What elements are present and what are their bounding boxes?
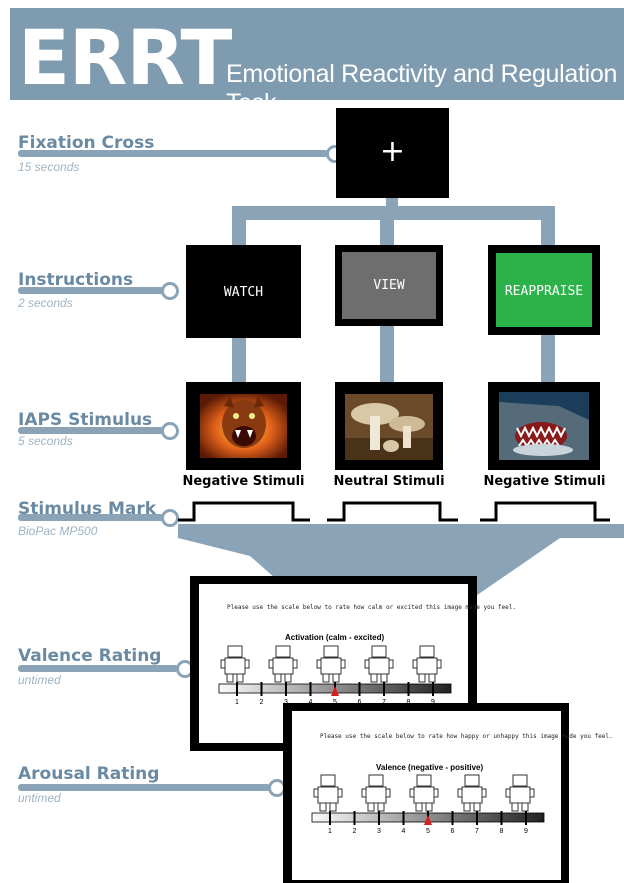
instruction-watch: WATCH [223, 285, 264, 300]
rating-screen-valence-inner: Please use the scale below to rate how h… [292, 711, 613, 880]
header-banner [10, 8, 624, 100]
scale-number: 4 [401, 828, 406, 835]
stage-label-arousal: Arousal Rating [18, 764, 160, 784]
stimulus-screen-2 [335, 382, 443, 470]
scale-number: 3 [377, 828, 381, 835]
scale-number: 9 [524, 828, 528, 835]
stage-duration-instructions: 2 seconds [18, 296, 73, 310]
sam-figures-activation [220, 645, 442, 683]
sam-figures-valence [313, 774, 535, 812]
stage-duration-arousal: untimed [18, 791, 61, 805]
scale-number: 1 [328, 828, 332, 835]
stage-label-instructions: Instructions [18, 270, 134, 290]
fixation-screen: + [336, 108, 449, 198]
scale-number: 7 [379, 699, 389, 706]
instruction-view-panel [342, 252, 436, 319]
scale-number: 6 [355, 699, 365, 706]
timeline-line-arousal [18, 784, 270, 791]
instruction-view: VIEW [373, 278, 405, 293]
instruction-screen-reappraise: REAPPRAISE [488, 245, 600, 335]
scale-tick[interactable] [378, 811, 380, 825]
scale-number: 2 [352, 828, 357, 835]
scale-tick[interactable] [285, 682, 287, 696]
rating-prompt-activation: Please use the scale below to rate how c… [227, 604, 516, 611]
scale-tick[interactable] [383, 682, 385, 696]
selection-marker[interactable] [331, 686, 339, 696]
scale-number: 4 [306, 699, 316, 706]
timeline-line-stimulus [18, 427, 164, 434]
scale-tick[interactable] [407, 682, 410, 696]
scale-title-activation: Activation (calm - excited) [285, 633, 385, 642]
scale-tick[interactable] [402, 811, 405, 825]
scale-number: 1 [235, 699, 239, 706]
task-title: Emotional Reactivity and Regulation Task [226, 60, 618, 117]
scale-tick[interactable] [476, 811, 478, 825]
stage-duration-fixation: 15 seconds [18, 160, 80, 174]
scale-number: 8 [404, 699, 414, 706]
timeline-node-instructions [161, 282, 179, 300]
scale-tick[interactable] [500, 811, 503, 825]
fixation-cross: + [379, 134, 406, 169]
scale-number: 6 [450, 828, 455, 835]
stimulus-label-1: Negative Stimuli [182, 474, 305, 489]
scale-title-valence: Valence (negative - positive) [376, 763, 484, 772]
errt-acronym: ERRT [18, 13, 232, 102]
stage-duration-mark: BioPac MP500 [18, 524, 98, 538]
scale-tick[interactable] [358, 682, 361, 696]
scale-number: 7 [475, 828, 479, 835]
shark-image [499, 392, 589, 460]
scale-number: 3 [281, 699, 291, 706]
stage-label-stimulus: IAPS Stimulus [18, 410, 153, 430]
timeline-line-fixation [18, 150, 328, 157]
timeline-line-instructions [18, 287, 164, 294]
stage-duration-stimulus: 5 seconds [18, 434, 73, 448]
scale-number: 2 [259, 699, 264, 706]
scale-number: 9 [428, 699, 438, 706]
scale-tick[interactable] [451, 811, 454, 825]
rating-scale-valence[interactable] [310, 811, 550, 833]
stimulus-label-3: Negative Stimuli [483, 474, 606, 489]
scale-tick[interactable] [260, 682, 263, 696]
scale-tick[interactable] [353, 811, 356, 825]
timeline-line-mark [18, 514, 164, 521]
stimulus-screen-1 [186, 382, 301, 470]
selection-marker[interactable] [424, 815, 432, 825]
stage-label-fixation: Fixation Cross [18, 133, 155, 153]
scale-number: 5 [426, 828, 430, 835]
stimulus-screen-3 [488, 382, 600, 470]
scale-number: 5 [330, 699, 340, 706]
scale-tick[interactable] [432, 682, 434, 696]
stage-duration-valence: untimed [18, 673, 61, 687]
rating-scale-activation[interactable] [217, 682, 457, 704]
instruction-screen-view: VIEW [335, 245, 443, 326]
rating-screen-valence: Please use the scale below to rate how h… [283, 703, 613, 883]
scale-tick[interactable] [525, 811, 527, 825]
mushrooms-image [345, 394, 433, 460]
instruction-reappraise: REAPPRAISE [504, 284, 584, 299]
timeline-line-valence [18, 665, 178, 672]
rating-prompt-valence: Please use the scale below to rate how h… [320, 733, 613, 740]
instruction-screen-watch: WATCH [186, 245, 301, 338]
scale-tick[interactable] [309, 682, 312, 696]
stimulus-label-2: Neutral Stimuli [333, 474, 445, 489]
scale-tick[interactable] [236, 682, 238, 696]
instruction-reappraise-panel [496, 253, 592, 327]
snarling-dog-image [200, 394, 287, 458]
timeline-node-stimulus [161, 422, 179, 440]
timeline-node-mark [161, 509, 179, 527]
scale-tick[interactable] [329, 811, 331, 825]
scale-number: 8 [499, 828, 504, 835]
stage-label-valence: Valence Rating [18, 646, 162, 666]
